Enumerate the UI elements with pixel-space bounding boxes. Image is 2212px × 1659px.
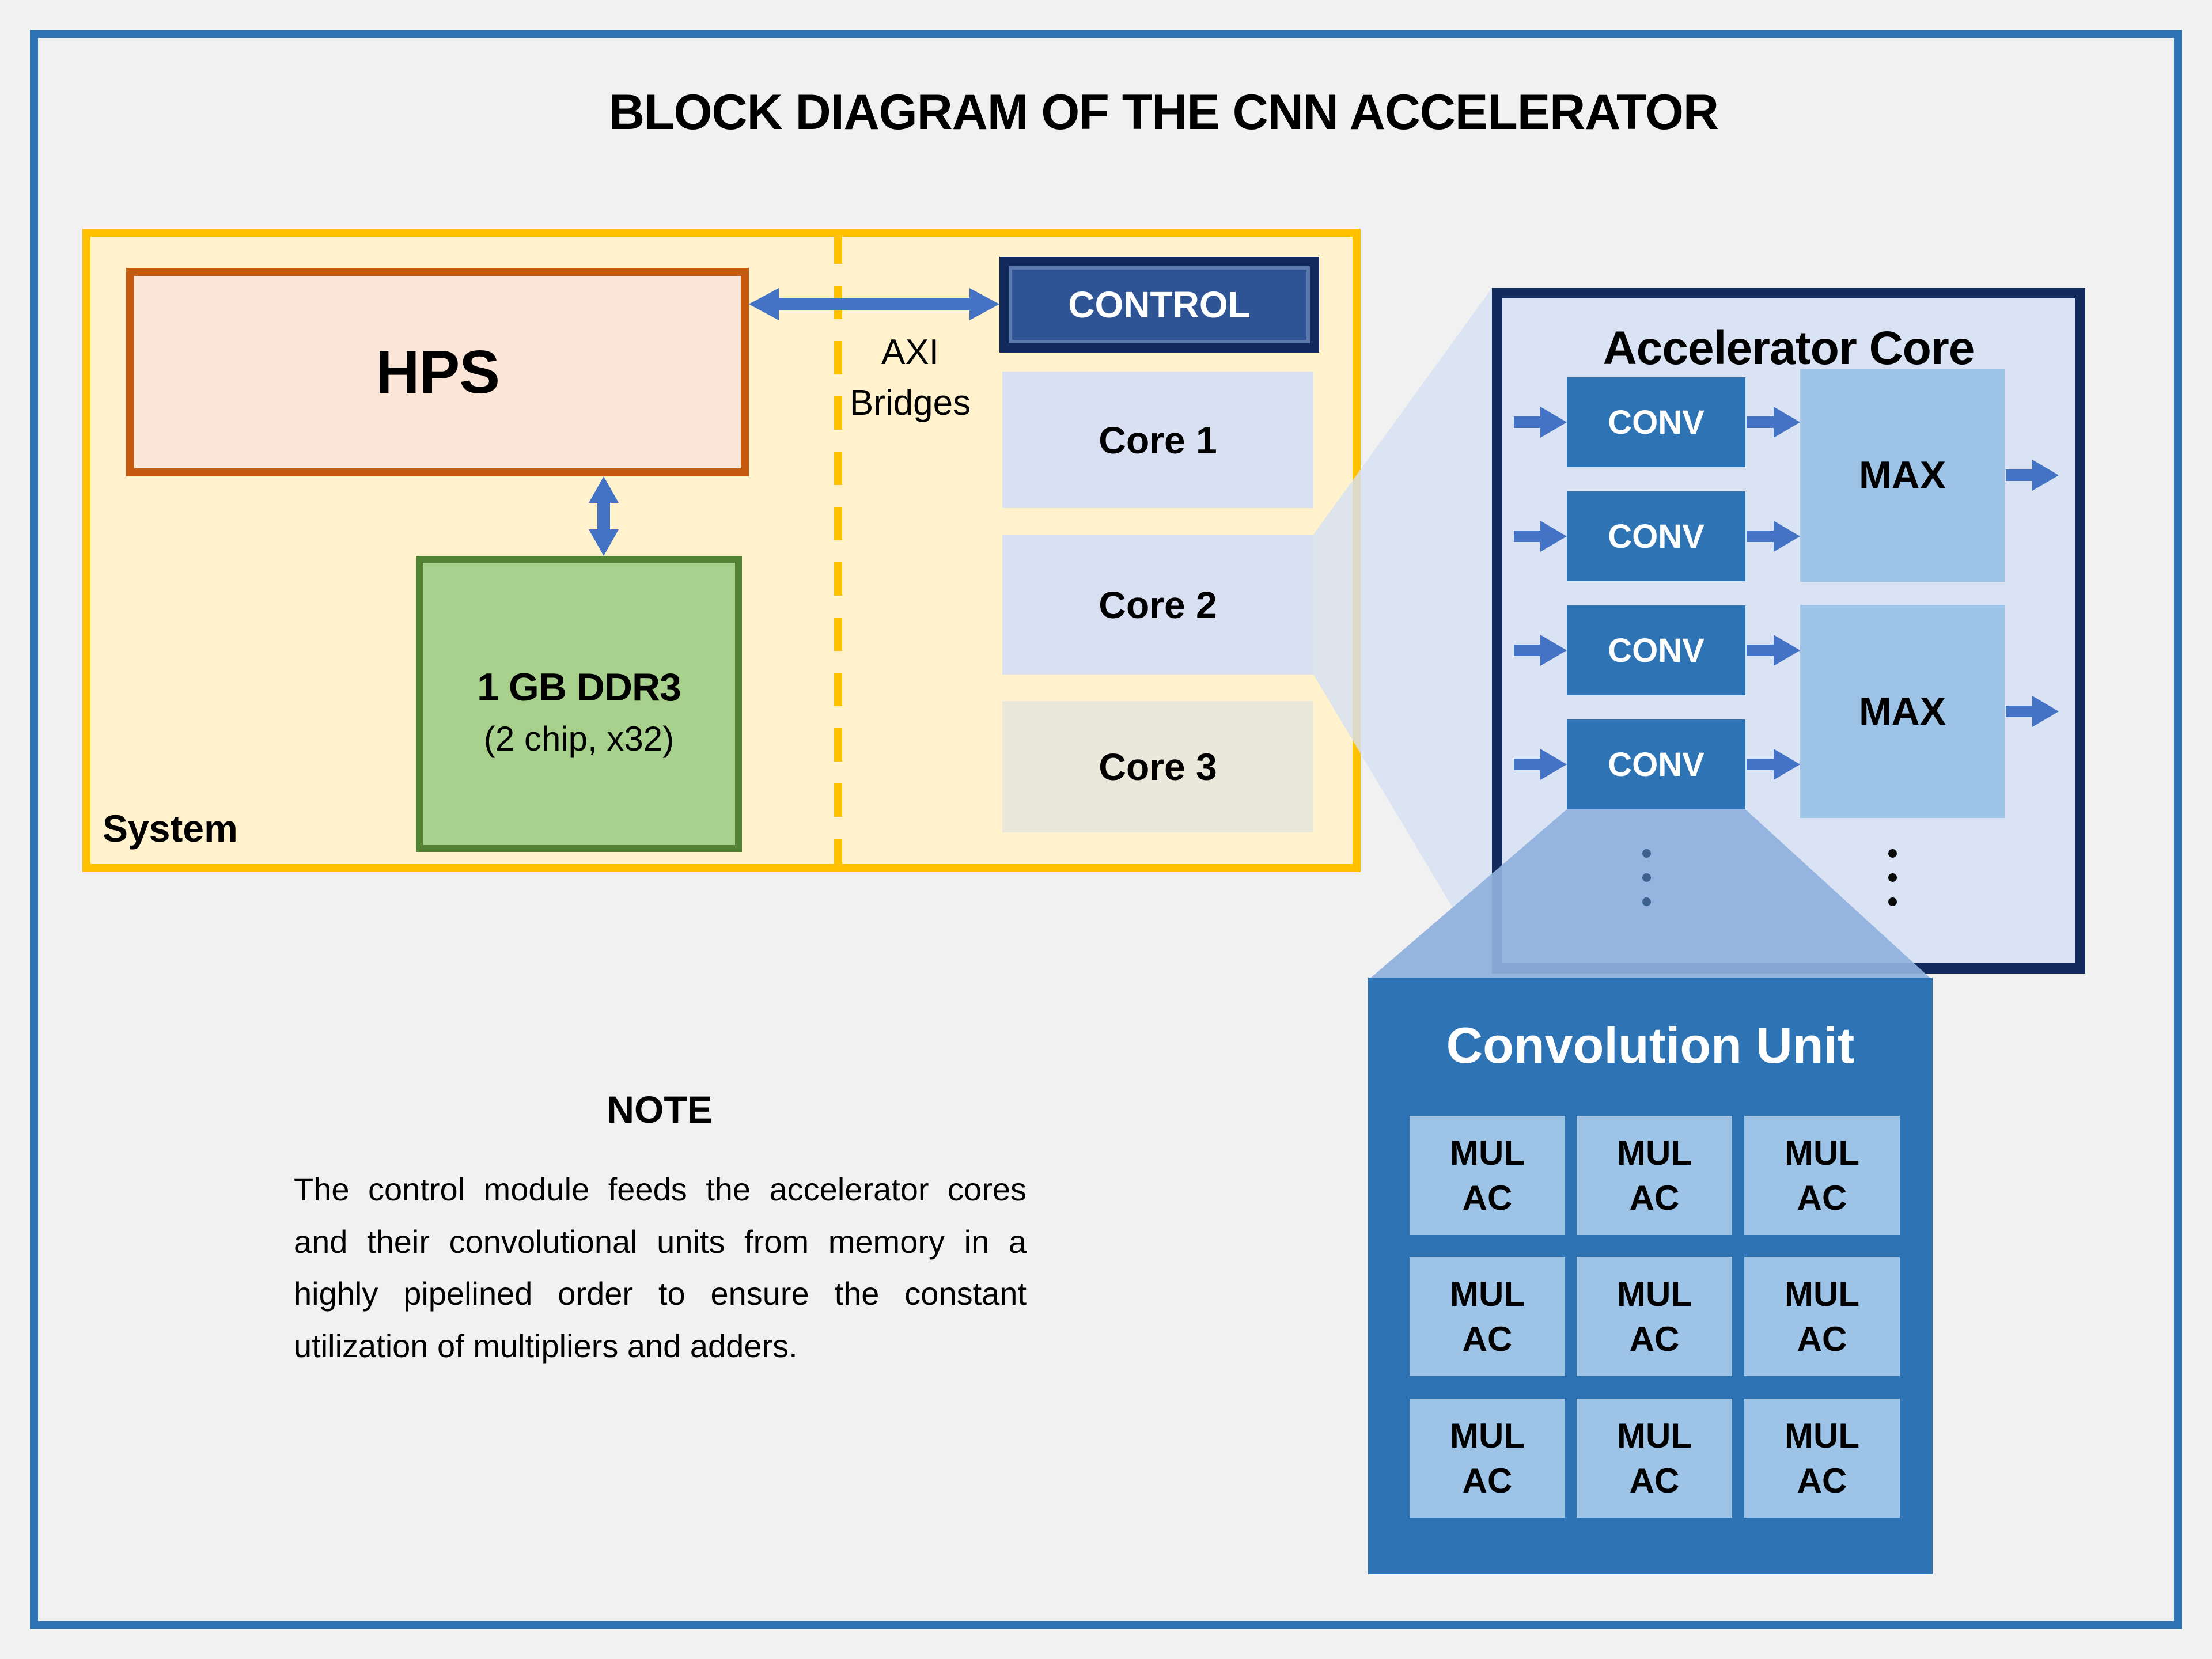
conv-to-max-arrow (1747, 634, 1800, 666)
hps-control-arrow (749, 288, 999, 320)
control-block: CONTROL (999, 257, 1319, 353)
conv-input-arrow (1514, 748, 1567, 781)
arrow-shaft (779, 298, 969, 310)
note-heading: NOTE (607, 1088, 713, 1131)
arrow-head-right-icon (969, 288, 999, 320)
hps-block: HPS (126, 268, 749, 476)
accelerator-core-title: Accelerator Core (1603, 322, 1975, 374)
conv-block-3: CONV (1567, 605, 1745, 695)
conv-input-arrow (1514, 520, 1567, 552)
conv-block-4: CONV (1567, 719, 1745, 809)
max-pool-block-1: MAX (1800, 369, 2005, 582)
axi-label-line2: Bridges (849, 383, 971, 423)
hps-memory-arrow (588, 476, 620, 556)
arrow-head-down-icon (589, 529, 619, 556)
arrow-shaft (597, 503, 610, 529)
ddr3-memory-block: 1 GB DDR3 (2 chip, x32) (416, 556, 742, 852)
max-pool-block-2: MAX (1800, 605, 2005, 818)
conv-to-max-arrow (1747, 520, 1800, 552)
arrow-head-left-icon (749, 288, 779, 320)
note-body: The control module feeds the accelerator… (294, 1171, 1027, 1365)
max-output-arrow (2006, 695, 2059, 728)
system-label: System (103, 807, 238, 850)
arrow-head-up-icon (589, 476, 619, 503)
page-title: BLOCK DIAGRAM OF THE CNN ACCELERATOR (608, 85, 1719, 140)
control-label: CONTROL (1068, 284, 1251, 325)
core-1-block: Core 1 (1002, 372, 1313, 508)
conv-to-max-arrow (1747, 406, 1800, 438)
hps-label: HPS (376, 338, 500, 406)
axi-bridges-label: AXI Bridges (830, 327, 991, 429)
conv-to-max-arrow (1747, 748, 1800, 781)
conv-input-arrow (1514, 634, 1567, 666)
ddr3-capacity-label: 1 GB DDR3 (477, 665, 681, 709)
convolution-unit-title: Convolution Unit (1446, 1017, 1855, 1074)
ddr3-config-label: (2 chip, x32) (483, 719, 675, 758)
axi-dashed-divider (834, 230, 842, 870)
core-3-block: Core 3 (1002, 701, 1313, 832)
conv-block-1: CONV (1567, 377, 1745, 467)
axi-label-line1: AXI (881, 332, 939, 372)
conv-input-arrow (1514, 406, 1567, 438)
max-output-arrow (2006, 459, 2059, 491)
core-2-block: Core 2 (1002, 535, 1313, 675)
conv-block-2: CONV (1567, 491, 1745, 581)
page-border-frame (30, 30, 2182, 1629)
